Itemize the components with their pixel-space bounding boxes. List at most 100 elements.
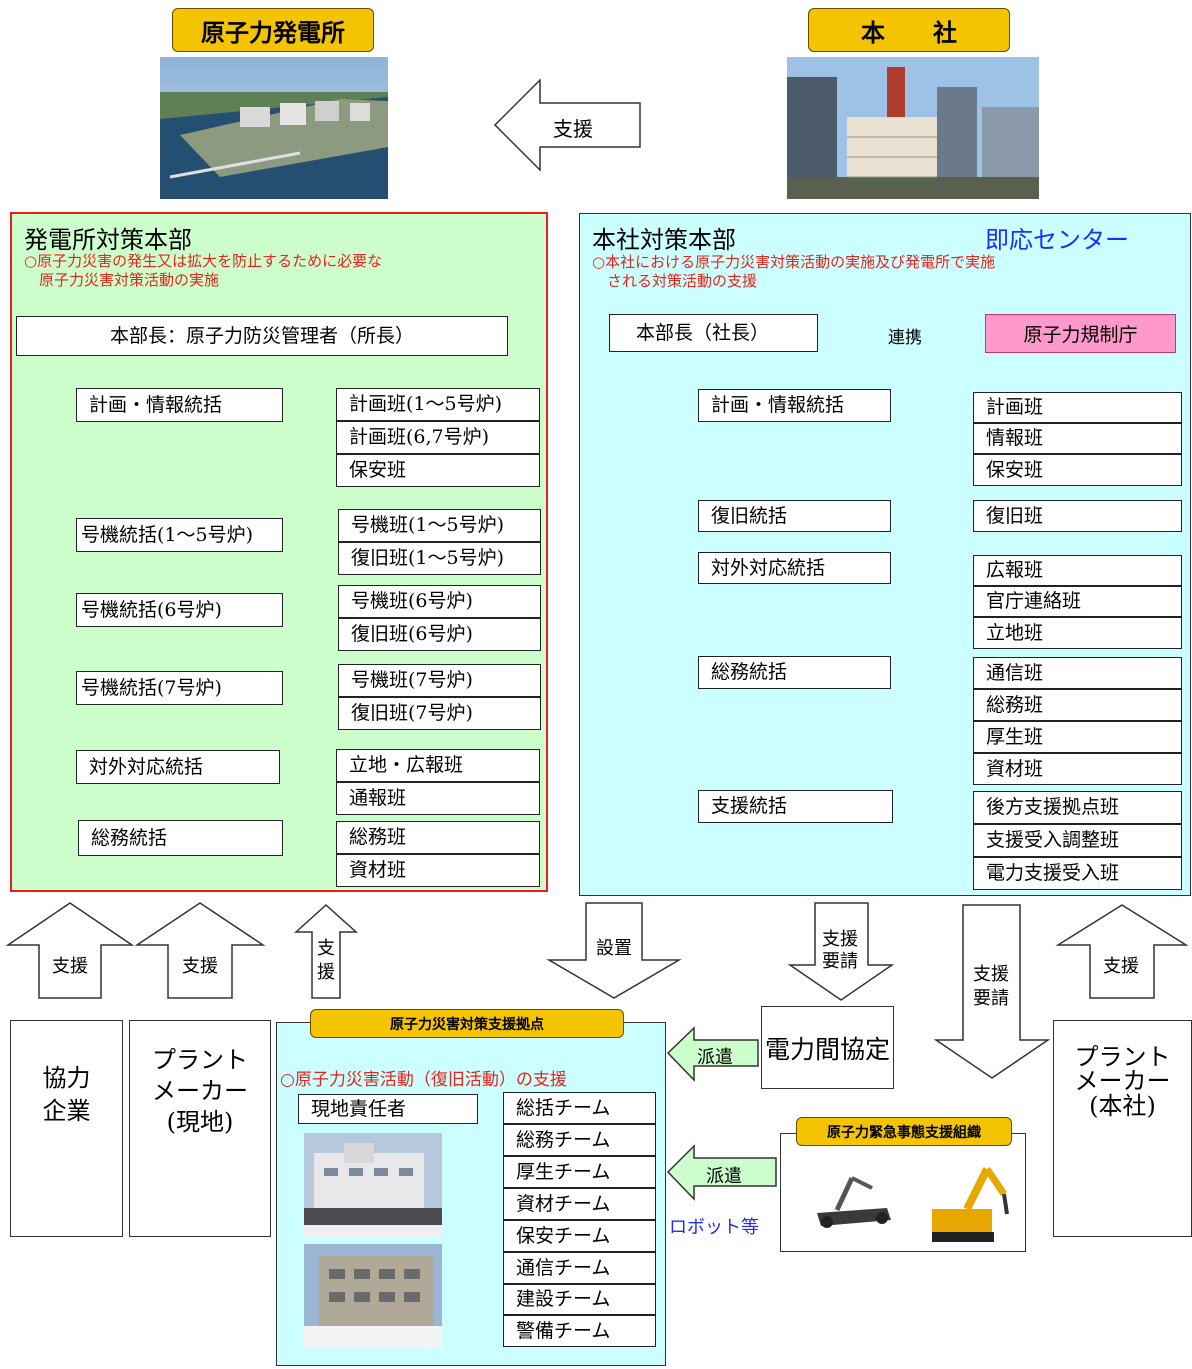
company-team: 立地班 (973, 617, 1182, 649)
plant-group-3: 号機統括(6号炉) (76, 593, 283, 627)
dispatch-arrow-1 (666, 1026, 759, 1082)
base-team: 資材チーム (503, 1188, 656, 1220)
dispatch-label-2: 派遣 (706, 1166, 742, 1187)
company-team: 支援受入調整班 (973, 824, 1182, 857)
plant-team: 計画班(6,7号炉) (336, 421, 540, 454)
setup-arrow-down (546, 902, 682, 999)
maker-hq-label-1: プラント (1074, 1043, 1171, 1071)
company-hq-head: 本部長（社長） (609, 314, 818, 352)
support-label-1: 支援 (52, 956, 88, 977)
company-team: 後方支援拠点班 (973, 791, 1182, 824)
maker-local-label-3: (現地) (166, 1108, 234, 1136)
plant-team: 号機班(7号炉) (338, 664, 541, 697)
regulator-box: 原子力規制庁 (985, 314, 1176, 353)
request-arrow-down-2 (933, 904, 1051, 1079)
base-team: 総務チーム (503, 1124, 656, 1156)
quick-response-center: 即応センター (985, 226, 1129, 254)
robot-caption: ロボット等 (669, 1217, 759, 1238)
link-label: 連携 (888, 327, 922, 348)
base-photo-2 (304, 1244, 442, 1348)
request-arrow-down-1 (787, 902, 895, 1001)
support-arrow-up-4 (1055, 904, 1189, 999)
support-base-desc: ○原子力災害活動（復旧活動）の支援 (280, 1070, 567, 1090)
company-hq-desc-1: ○本社における原子力災害対策活動の実施及び発電所で実施 (592, 253, 996, 271)
dispatch-label-1: 派遣 (697, 1047, 733, 1068)
company-team: 保安班 (973, 454, 1182, 486)
base-team: 警備チーム (503, 1315, 656, 1347)
plant-team: 資材班 (336, 854, 540, 887)
base-photo-1 (304, 1133, 442, 1237)
plant-team: 立地・広報班 (336, 749, 540, 782)
base-team: 保安チーム (503, 1220, 656, 1252)
plant-team: 号機班(6号炉) (338, 585, 541, 618)
hq-title-badge: 本 社 (808, 8, 1010, 52)
plant-group-6: 総務統括 (78, 820, 283, 856)
support-arrow-up-1 (5, 902, 135, 999)
company-group-4: 総務統括 (698, 656, 891, 689)
plant-hq-head: 本部長：原子力防災管理者（所長） (16, 316, 508, 356)
base-team: 通信チーム (503, 1252, 656, 1284)
plant-hq-title: 発電所対策本部 (24, 226, 192, 254)
plant-team: 号機班(1～5号炉) (338, 509, 541, 542)
company-hq-title: 本社対策本部 (592, 226, 736, 254)
plant-team: 通報班 (336, 782, 540, 815)
company-group-5: 支援統括 (698, 790, 893, 823)
company-team: 官庁連絡班 (973, 586, 1182, 617)
company-team: 厚生班 (973, 721, 1182, 753)
request-label-1a: 支援 (822, 929, 858, 950)
plant-team: 復旧班(6号炉) (338, 618, 541, 651)
plant-hq-desc-2: 原子力災害対策活動の実施 (24, 271, 220, 289)
plant-maker-hq-box (1053, 1020, 1192, 1237)
plant-team: 計画班(1～5号炉) (336, 388, 540, 421)
maker-local-label-1: プラント (152, 1046, 248, 1074)
robot-photo-2 (912, 1154, 1018, 1248)
plant-group-4: 号機統括(7号炉) (76, 671, 283, 705)
support-label-3b: 援 (317, 962, 335, 983)
maker-hq-label-3: (本社) (1089, 1092, 1156, 1120)
plant-group-5: 対外対応統括 (76, 750, 280, 784)
support-arrow-up-2 (134, 902, 266, 999)
plant-team: 総務班 (336, 821, 540, 854)
company-group-1: 計画・情報統括 (698, 389, 891, 422)
maker-local-label-2: メーカー (152, 1077, 248, 1105)
company-team: 通信班 (973, 657, 1182, 689)
plant-photo (160, 57, 388, 199)
plant-title-badge: 原子力発電所 (172, 8, 374, 52)
robot-photo-1 (807, 1158, 898, 1240)
support-arrow-top (493, 78, 641, 172)
company-group-3: 対外対応統括 (698, 552, 891, 584)
company-team: 資材班 (973, 753, 1182, 785)
support-label-2: 支援 (182, 956, 218, 977)
plant-group-2: 号機統括(1～5号炉) (76, 518, 283, 552)
plant-group-1: 計画・情報統括 (76, 388, 283, 422)
request-label-1b: 要請 (822, 951, 858, 972)
base-team: 総括チーム (503, 1092, 656, 1124)
company-team: 情報班 (973, 423, 1182, 454)
support-base-title: 原子力災害対策支援拠点 (310, 1009, 624, 1038)
support-arrow-label-top: 支援 (553, 117, 593, 141)
partner-label-2: 企業 (42, 1097, 91, 1125)
hq-photo (787, 57, 1039, 199)
plant-hq-desc-1: ○原子力災害の発生又は拡大を防止するために必要な (24, 252, 383, 270)
partner-company-box (10, 1020, 123, 1237)
support-arrow-up-3 (294, 903, 358, 999)
power-agreement-box: 電力間協定 (761, 1006, 894, 1089)
company-team: 広報班 (973, 555, 1182, 586)
base-team: 厚生チーム (503, 1156, 656, 1188)
robot-org-title: 原子力緊急事態支援組織 (796, 1117, 1012, 1146)
plant-team: 復旧班(7号炉) (338, 697, 541, 730)
dispatch-arrow-2 (666, 1144, 777, 1201)
request-label-2a: 支援 (973, 964, 1009, 985)
company-group-2: 復旧統括 (698, 500, 891, 532)
plant-team: 復旧班(1～5号炉) (338, 542, 541, 575)
base-team: 建設チーム (503, 1284, 656, 1315)
plant-maker-local-box (129, 1020, 271, 1237)
support-label-4: 支援 (1103, 956, 1139, 977)
company-hq-desc-2: される対策活動の支援 (592, 272, 758, 290)
partner-label-1: 協力 (42, 1064, 91, 1092)
company-team: 復旧班 (973, 500, 1182, 532)
maker-hq-label-2: メーカー (1074, 1067, 1171, 1095)
site-leader-box: 現地責任者 (298, 1094, 478, 1124)
plant-team: 保安班 (336, 454, 540, 487)
company-team: 総務班 (973, 689, 1182, 721)
